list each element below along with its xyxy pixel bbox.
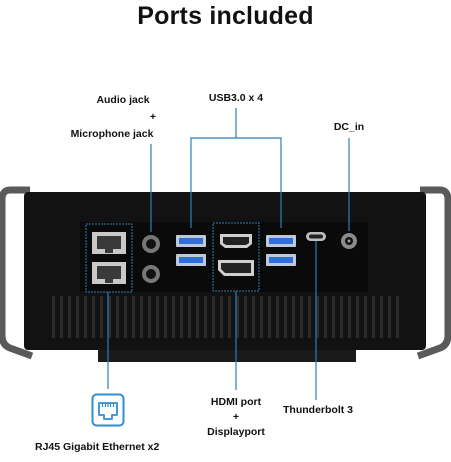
- rj45-port-2: [92, 262, 126, 284]
- video-plus-label: +: [232, 411, 240, 423]
- usb-port-1: [176, 235, 206, 247]
- right-handle: [416, 186, 451, 360]
- usb-port-4: [266, 254, 296, 266]
- dc-in-label: DC_in: [333, 121, 365, 133]
- displayport-label: Displayport: [207, 426, 265, 438]
- vent-grille: [52, 296, 399, 338]
- microphone-jack-label: Microphone jack: [70, 128, 154, 140]
- hdmi-port: [220, 234, 252, 248]
- device-base: [98, 350, 356, 362]
- displayport-port: [218, 260, 254, 276]
- usb-callout-bracket: [190, 108, 282, 228]
- dc-in-port: [341, 233, 357, 249]
- thunderbolt-label: Thunderbolt 3: [283, 404, 353, 416]
- microphone-jack: [142, 265, 160, 283]
- rj45-label: RJ45 Gigabit Ethernet x2: [35, 441, 160, 453]
- usb-port-2: [176, 254, 206, 266]
- usb-port-3: [266, 235, 296, 247]
- audio-jack-label: Audio jack: [96, 94, 150, 106]
- ethernet-port-icon: [91, 393, 125, 427]
- rj45-group-box: [85, 223, 133, 293]
- rj45-port-1: [92, 232, 126, 254]
- thunderbolt-port: [306, 232, 326, 241]
- left-handle: [0, 186, 34, 360]
- hdmi-port-label: HDMI port: [210, 396, 262, 408]
- usb-label: USB3.0 x 4: [208, 92, 264, 104]
- audio-plus-label: +: [149, 111, 157, 123]
- audio-jack: [142, 235, 160, 253]
- page-title: Ports included: [137, 2, 314, 30]
